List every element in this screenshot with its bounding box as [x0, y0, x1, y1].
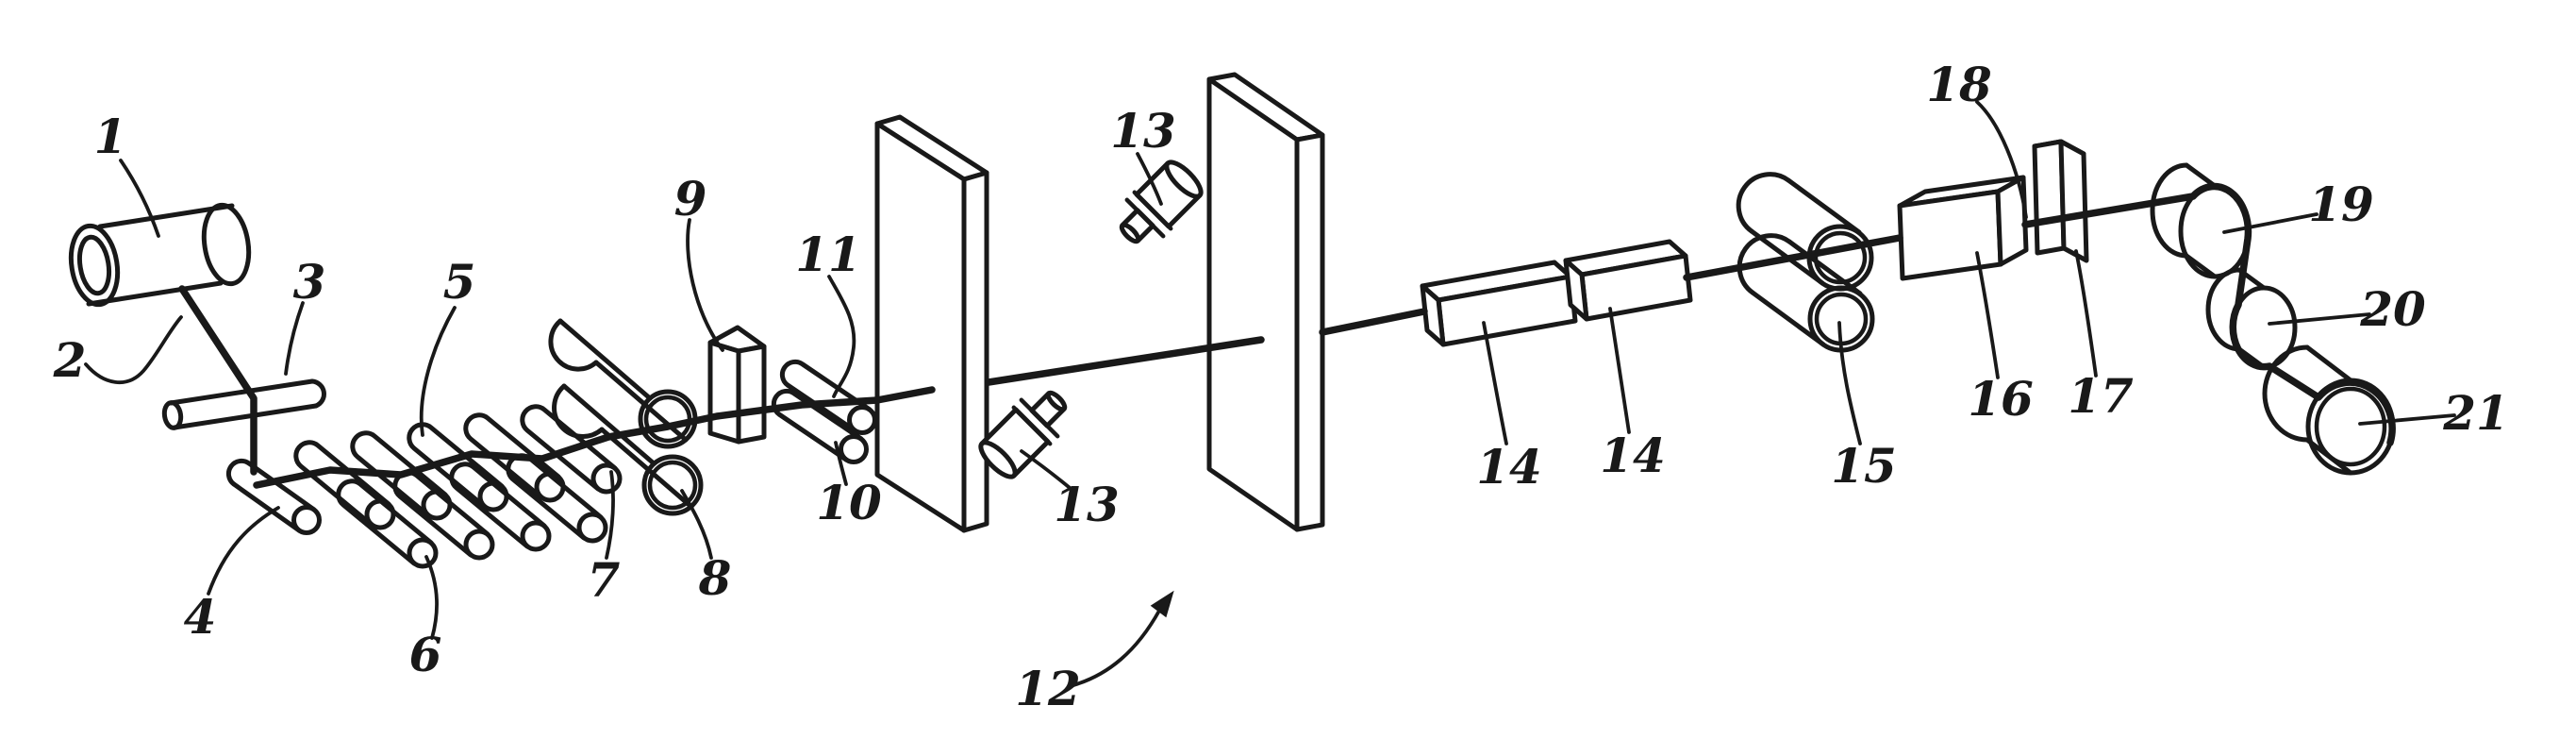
ref-label-5: 5: [443, 254, 476, 310]
ref-label-9: 9: [674, 171, 707, 227]
guide-roller-3: [161, 378, 326, 430]
treatment-box-16: [1897, 175, 2029, 281]
treatment-box-14-right: [1563, 239, 1693, 322]
reference-numerals: 1 2 3 4 5 6 7 8 9 10 11 12 13 13 14 14 1…: [53, 57, 2509, 716]
wrap-roller-19: [2150, 162, 2252, 279]
pull-roller-15-upper: [1736, 172, 1874, 292]
ref-label-21: 21: [2442, 385, 2509, 441]
nip-roller-8: [552, 383, 704, 516]
ref-label-14-left: 14: [1476, 439, 1542, 495]
ref-label-6: 6: [409, 627, 442, 682]
ref-label-11: 11: [795, 227, 861, 282]
ref-label-7: 7: [588, 552, 621, 608]
ref-label-3: 3: [293, 254, 326, 310]
web-path-2: [178, 182, 2396, 489]
ref-label-13-left: 13: [1054, 477, 1120, 532]
ref-label-18: 18: [1926, 57, 1992, 112]
ref-label-2: 2: [53, 332, 87, 388]
ref-label-20: 20: [2359, 281, 2426, 337]
guide-roller-4: [225, 458, 322, 535]
spray-device-13-lower: [978, 390, 1068, 479]
windup-roll-21: [2262, 344, 2396, 476]
roller-bank-5-6: [293, 404, 623, 569]
wrap-roller-20: [2205, 267, 2298, 370]
treatment-box-14-left: [1420, 260, 1578, 347]
ref-label-1: 1: [94, 109, 127, 164]
ref-label-10: 10: [816, 475, 882, 530]
supply-roll-1: [68, 202, 252, 308]
ref-label-15: 15: [1831, 438, 1897, 494]
blade-17: [2032, 139, 2089, 263]
process-zone-arrow-12: [1072, 590, 1174, 687]
panel-12-first: [874, 114, 989, 533]
spray-device-13-upper: [1119, 160, 1204, 244]
leader-lines: [84, 100, 2456, 640]
ref-label-16: 16: [1968, 371, 2034, 427]
ref-label-17: 17: [2068, 368, 2134, 424]
panel-12-second: [1206, 72, 1325, 532]
ref-label-19: 19: [2308, 176, 2374, 232]
ref-label-14-right: 14: [1600, 428, 1666, 483]
arrowhead-icon: [1150, 590, 1174, 618]
ref-label-13-top: 13: [1110, 103, 1176, 159]
ref-label-12: 12: [1015, 661, 1081, 716]
ref-label-8: 8: [698, 550, 732, 606]
ref-label-4: 4: [184, 589, 217, 645]
